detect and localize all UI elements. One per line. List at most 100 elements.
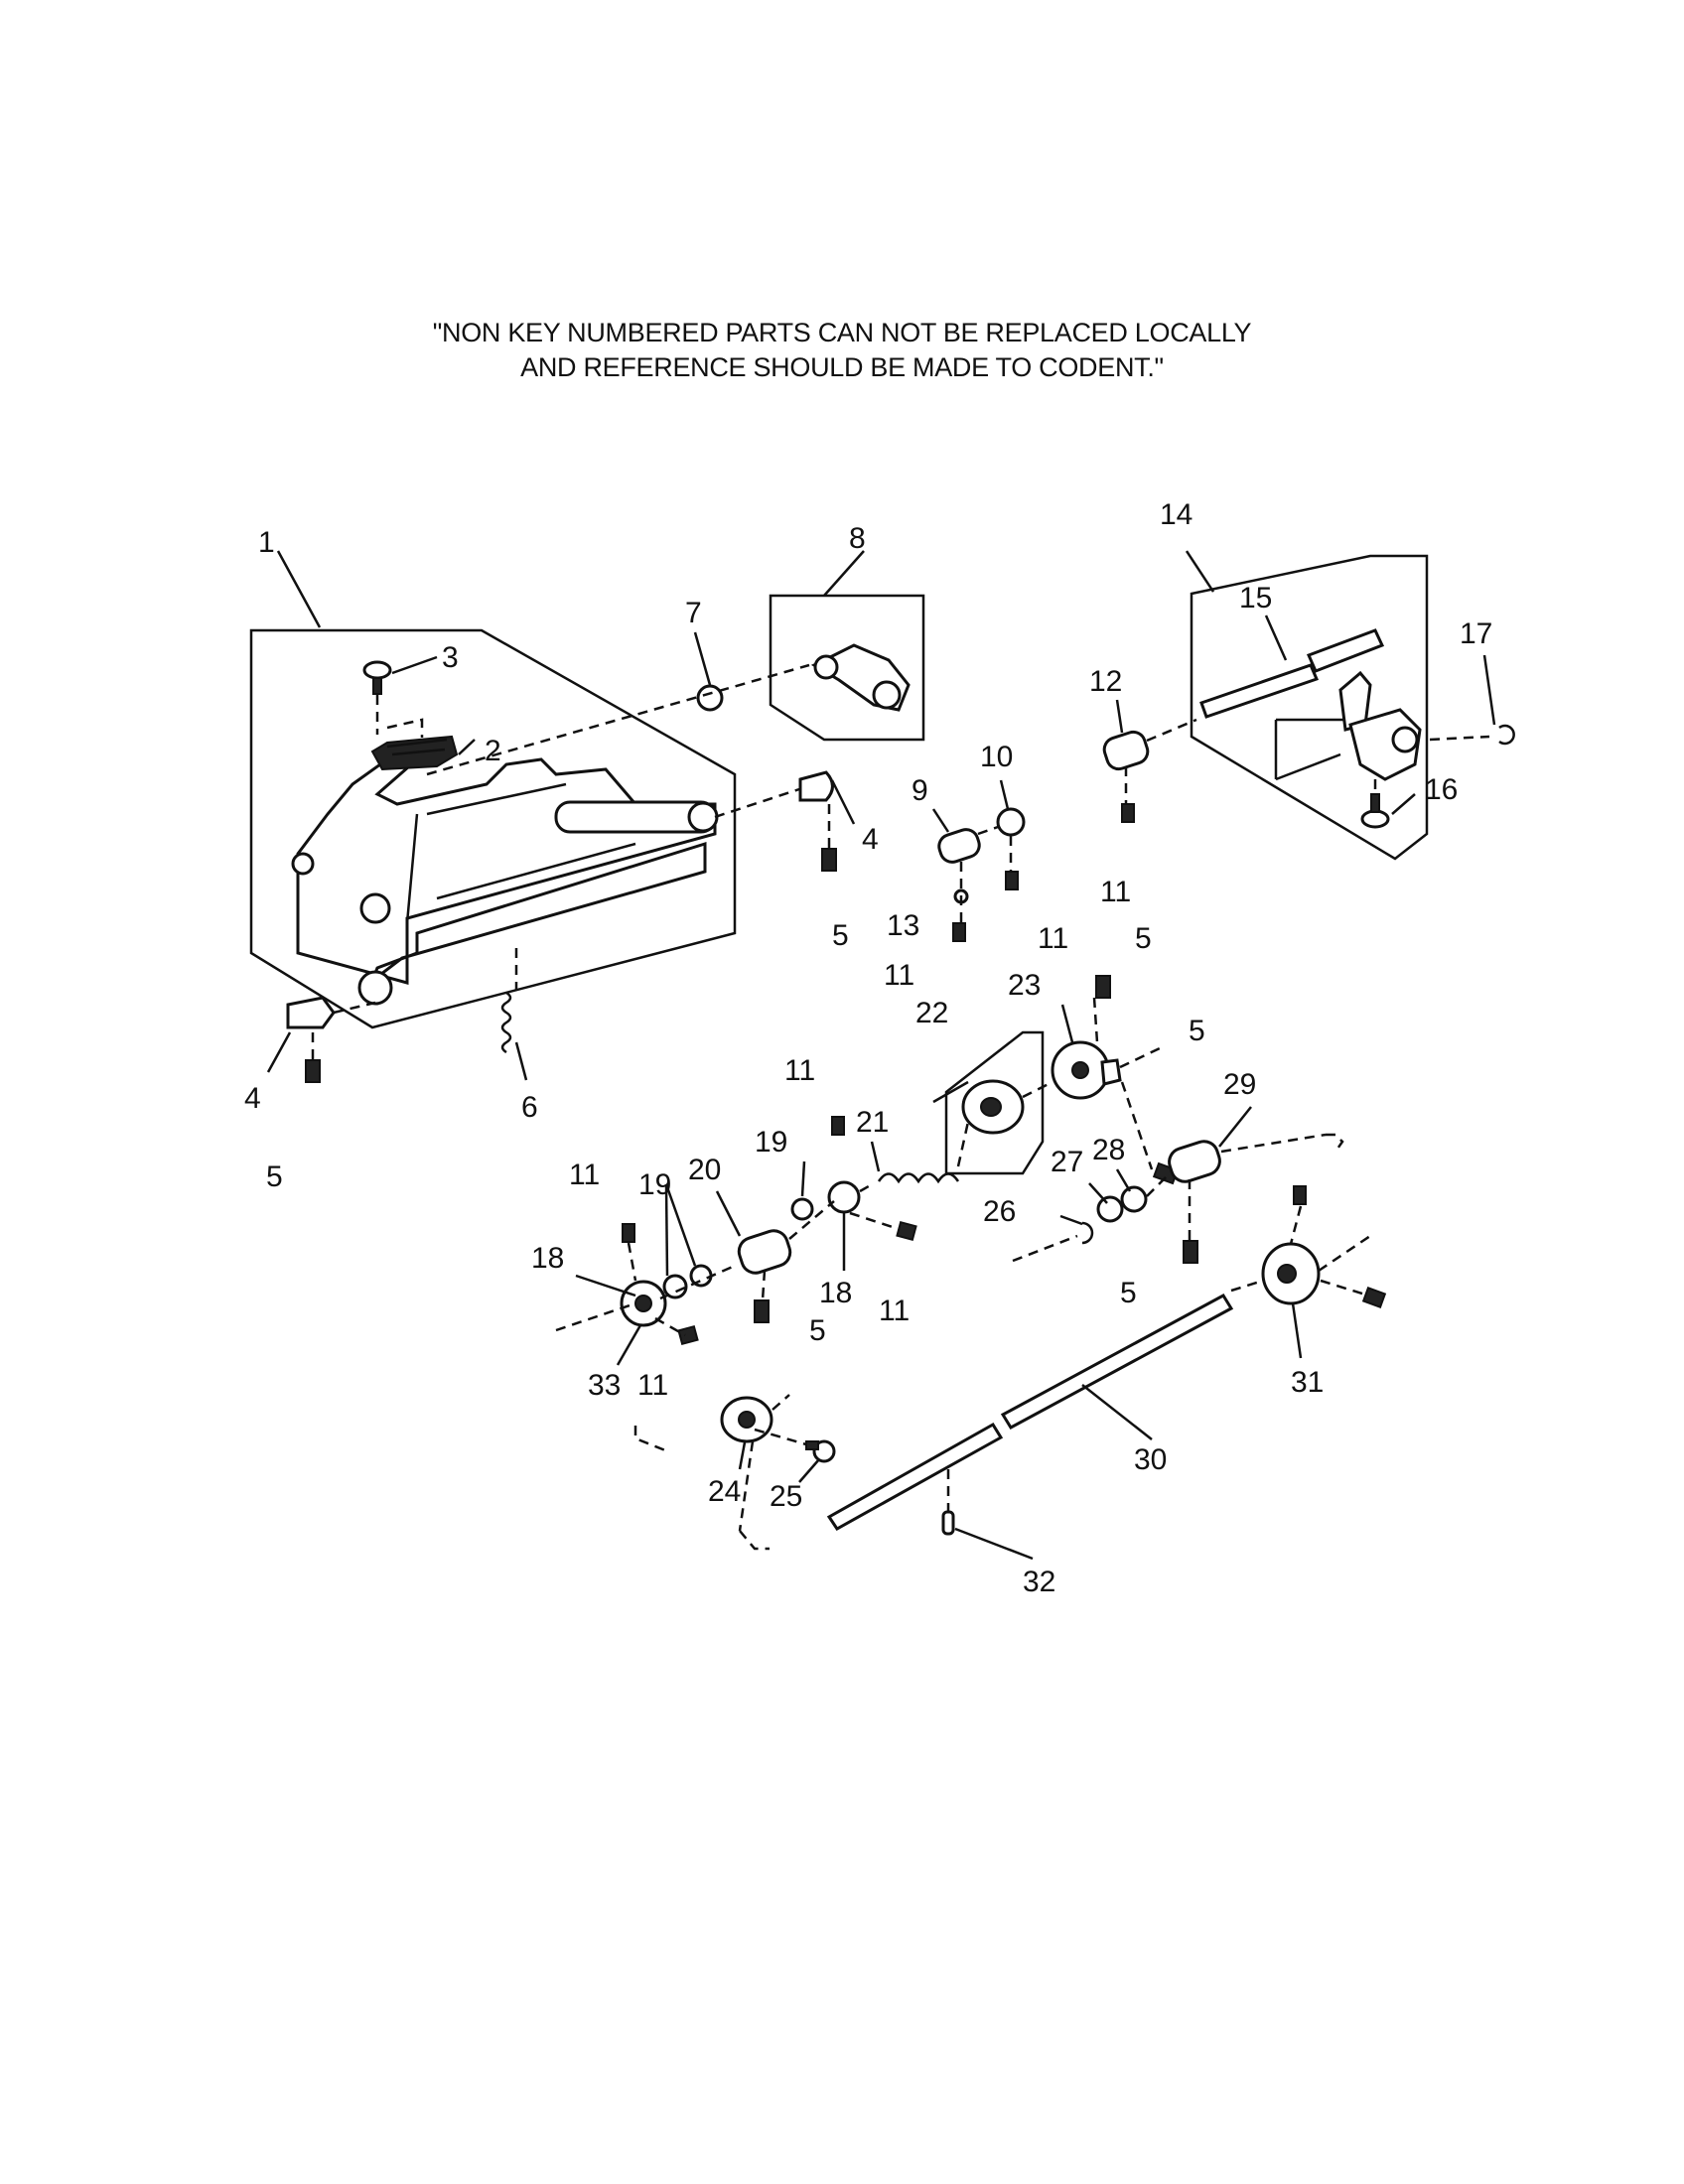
callout-5-d: 5 — [1189, 1015, 1205, 1047]
spring-part-6 — [500, 991, 512, 1054]
callout-11-e: 11 — [569, 1159, 600, 1191]
callout-20: 20 — [688, 1154, 721, 1186]
washer-part-27 — [1096, 1195, 1124, 1223]
callout-26: 26 — [983, 1195, 1016, 1228]
callout-5-b: 5 — [266, 1160, 283, 1193]
callout-1: 1 — [258, 526, 275, 559]
bracket-2 — [386, 718, 424, 738]
callout-11-g: 11 — [637, 1369, 668, 1402]
callout-11-d: 11 — [784, 1054, 815, 1087]
callout-15: 15 — [1239, 582, 1272, 614]
callout-31: 31 — [1291, 1366, 1324, 1399]
pivot-part-4-left — [286, 996, 336, 1029]
group-box-8 — [769, 594, 925, 742]
setscrew-part-11f — [896, 1220, 917, 1242]
setscrew-part-11g — [677, 1324, 699, 1346]
collar-part-18a — [827, 1180, 861, 1214]
setscrew-part-5b — [305, 1059, 321, 1083]
setscrew-part-5f — [1183, 1240, 1198, 1264]
callout-3: 3 — [442, 641, 459, 674]
key-part-32 — [941, 1510, 955, 1536]
callout-27: 27 — [1051, 1146, 1083, 1178]
callout-7: 7 — [685, 597, 702, 629]
setscrew-part-5a — [821, 848, 837, 872]
setscrew-part-31-top — [1293, 1185, 1307, 1205]
callout-leader-lines — [266, 550, 1496, 1561]
collar-part-10 — [996, 807, 1026, 837]
setscrew-part-5e — [754, 1299, 770, 1323]
collar-part-24 — [720, 1396, 773, 1443]
callout-18-a: 18 — [531, 1242, 564, 1275]
callout-11-b: 11 — [1038, 922, 1068, 955]
callout-16: 16 — [1425, 773, 1458, 806]
worm-part-22 — [961, 1079, 1025, 1135]
callout-5-f: 5 — [1120, 1277, 1137, 1309]
callout-10: 10 — [980, 741, 1013, 773]
spring-part-21 — [877, 1172, 960, 1184]
setscrew-part-11c — [952, 922, 966, 942]
bushing-part-20 — [737, 1229, 792, 1275]
screw-part-25 — [805, 1439, 836, 1463]
group-bracket-24 — [633, 1426, 666, 1452]
callout-28: 28 — [1092, 1134, 1125, 1166]
washer-part-28 — [1120, 1185, 1148, 1213]
screw-part-16 — [1360, 793, 1390, 829]
pivot-part-4-right — [798, 770, 834, 802]
bushing-part-12 — [1102, 730, 1150, 771]
group-box-1 — [249, 628, 737, 1029]
callout-14: 14 — [1160, 498, 1193, 531]
callout-4-right: 4 — [862, 823, 879, 856]
gear-part-18b-33 — [620, 1280, 667, 1327]
replacement-note: "NON KEY NUMBERED PARTS CAN NOT BE REPLA… — [0, 316, 1684, 385]
bushing-part-29 — [1168, 1140, 1221, 1183]
callout-5-c: 5 — [1135, 922, 1152, 955]
group-box-14 — [1190, 554, 1429, 861]
callout-33: 33 — [588, 1369, 621, 1402]
callout-9: 9 — [912, 774, 928, 807]
setscrew-part-11e — [622, 1223, 635, 1243]
callout-8: 8 — [849, 522, 866, 555]
callout-5-e: 5 — [809, 1314, 826, 1347]
callout-29: 29 — [1223, 1068, 1256, 1101]
pulley-part-23 — [1051, 1040, 1122, 1100]
setscrew-part-5c — [1095, 975, 1111, 999]
gear-part-31 — [1261, 1242, 1321, 1305]
callout-6: 6 — [521, 1091, 538, 1124]
callout-11-c: 11 — [884, 959, 914, 992]
group-bracket-29 — [1326, 1133, 1344, 1153]
assembly-axis-lines — [311, 663, 1490, 1532]
callout-4-left: 4 — [244, 1082, 261, 1115]
callout-21: 21 — [856, 1106, 889, 1139]
callout-11-a: 11 — [1100, 876, 1131, 908]
clip-part-17 — [1498, 724, 1515, 746]
callout-19-b: 19 — [638, 1168, 671, 1201]
callout-22: 22 — [915, 997, 948, 1029]
washer-part-19b — [662, 1274, 688, 1299]
setscrew-part-11b — [1005, 871, 1019, 890]
callout-2: 2 — [485, 735, 501, 767]
callout-numbers: 1 2 3 4 4 5 5 5 5 5 5 6 7 8 9 10 11 11 1… — [244, 498, 1492, 1598]
callout-23: 23 — [1008, 969, 1041, 1002]
callout-25: 25 — [770, 1480, 802, 1513]
callout-32: 32 — [1023, 1566, 1055, 1598]
setscrew-part-11a — [1121, 803, 1135, 823]
shaft-part-30 — [826, 1294, 1234, 1531]
washer-part-19a — [790, 1197, 814, 1221]
note-line-2: AND REFERENCE SHOULD BE MADE TO CODENT." — [520, 352, 1164, 382]
callout-5-a: 5 — [832, 919, 849, 952]
setscrew-part-11d — [831, 1116, 845, 1136]
shaft-part-15 — [1199, 628, 1385, 719]
clip-part-26 — [1081, 1221, 1094, 1245]
note-line-1: "NON KEY NUMBERED PARTS CAN NOT BE REPLA… — [432, 318, 1252, 347]
callout-30: 30 — [1134, 1443, 1167, 1476]
washer-part-7 — [696, 684, 724, 712]
callout-24: 24 — [708, 1475, 741, 1508]
bracket-assembly-part-14 — [1274, 670, 1422, 781]
plate-part-2 — [370, 735, 459, 771]
callout-12: 12 — [1089, 665, 1122, 698]
setscrew-part-31 — [1361, 1287, 1387, 1308]
callout-13: 13 — [887, 909, 919, 942]
callout-18-b: 18 — [819, 1277, 852, 1309]
